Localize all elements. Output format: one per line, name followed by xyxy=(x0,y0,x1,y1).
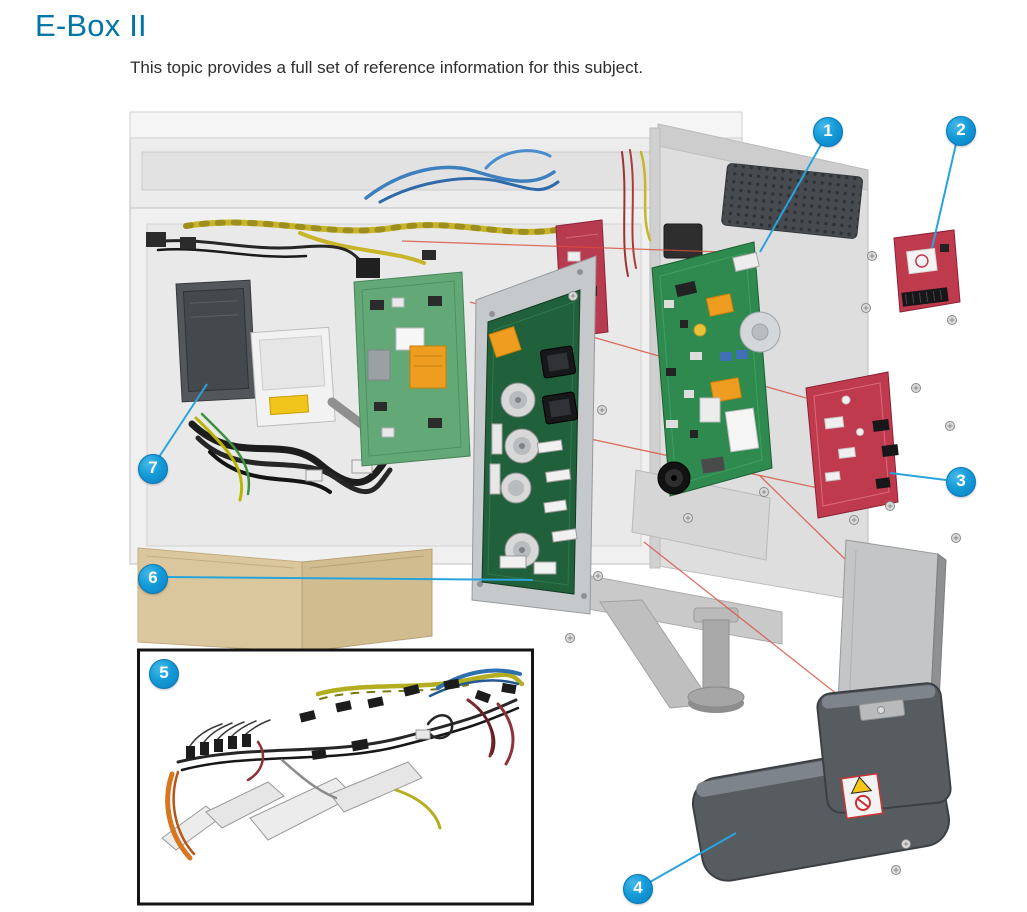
callout-4: 4 xyxy=(623,874,653,904)
item7-panel xyxy=(175,279,257,403)
page-title: E-Box II xyxy=(35,8,147,43)
callout-1-number: 1 xyxy=(823,121,833,140)
callout-leader-lines xyxy=(158,142,957,883)
callout-3: 3 xyxy=(946,467,976,497)
callout-1: 1 xyxy=(813,117,843,147)
callout-5-number: 5 xyxy=(159,663,169,682)
item3-red-pca xyxy=(805,371,899,519)
callout-7: 7 xyxy=(138,454,168,484)
page-subtitle: This topic provides a full set of refere… xyxy=(130,58,644,77)
warning-label xyxy=(840,772,884,820)
power-supply-box xyxy=(250,326,336,428)
left-bay-components xyxy=(175,279,393,502)
item2-small-pca xyxy=(893,229,961,313)
bay-mounted-pcb xyxy=(353,271,471,467)
item1-main-pca xyxy=(651,241,781,497)
callout-6: 6 xyxy=(138,564,168,594)
callout-6-number: 6 xyxy=(148,568,158,587)
callout-2: 2 xyxy=(946,116,976,146)
item5-harness-inset xyxy=(137,648,534,906)
callout-7-number: 7 xyxy=(148,458,158,477)
callout-4-number: 4 xyxy=(633,878,643,897)
callout-5: 5 xyxy=(149,659,179,689)
top-cable-harness xyxy=(146,149,652,278)
item4-cover-assembly xyxy=(691,539,952,882)
callout-2-number: 2 xyxy=(956,120,966,139)
callout-3-number: 3 xyxy=(956,471,966,490)
item6-psu-panel xyxy=(471,255,597,615)
vent-grille xyxy=(721,163,863,239)
